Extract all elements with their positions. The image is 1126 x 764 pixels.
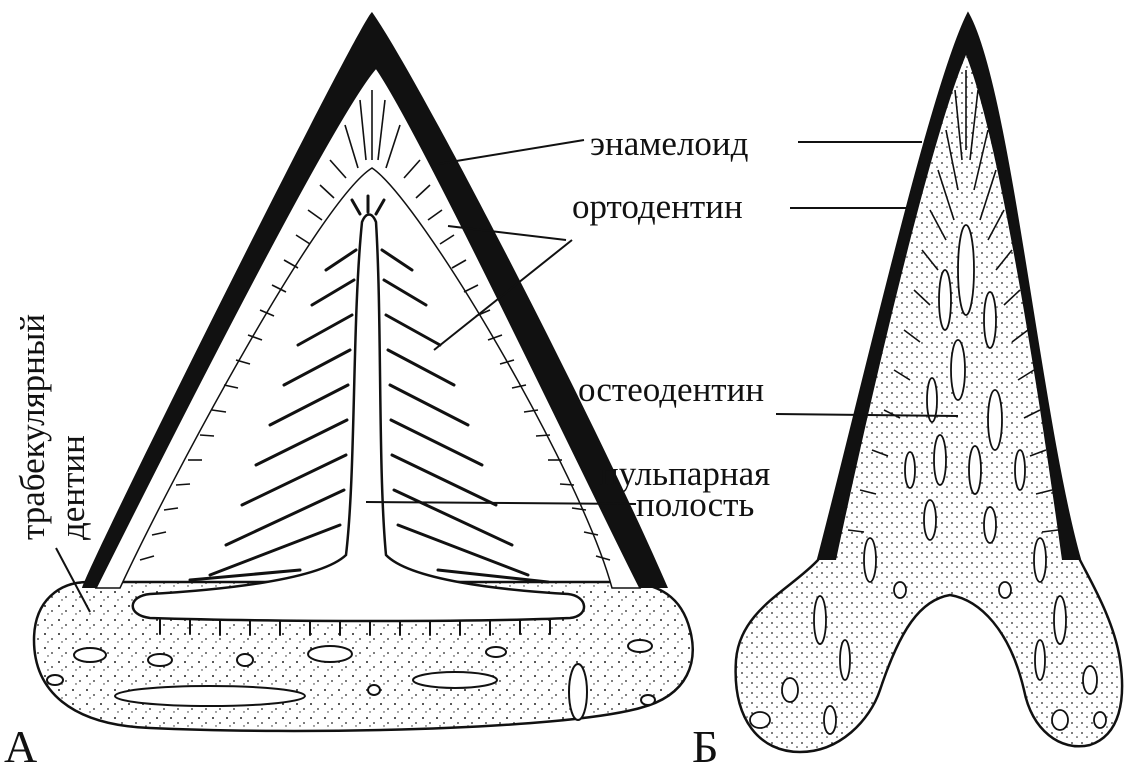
label-pulp-line2: полость: [636, 485, 754, 524]
panel-label-a: А: [4, 721, 37, 764]
label-trabecular-line1: трабекулярный: [13, 314, 52, 540]
label-osteodentin: остеодентин: [578, 370, 764, 409]
leader-enameloid-a: [438, 140, 584, 164]
tooth-b: [736, 14, 1122, 752]
label-orthodentin: ортодентин: [572, 187, 743, 226]
label-trabecular-line2: дентин: [53, 435, 92, 540]
label-enameloid: энамелоид: [590, 124, 749, 163]
panel-label-b: Б: [692, 721, 718, 764]
